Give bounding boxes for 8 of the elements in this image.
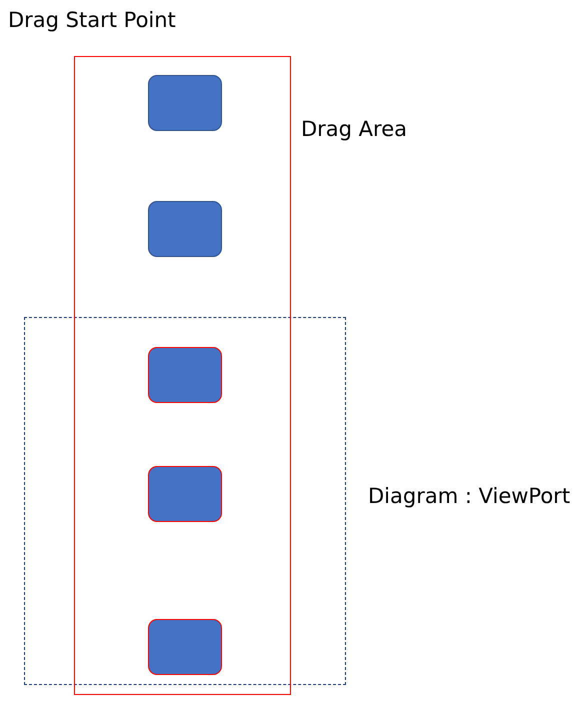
rounded-block <box>148 75 222 131</box>
heading-text: Drag Start Point <box>8 8 176 32</box>
rounded-block <box>148 347 222 403</box>
rounded-block <box>148 201 222 257</box>
rounded-block <box>148 466 222 522</box>
rounded-block <box>148 619 222 675</box>
frame-label: Drag Area <box>301 117 408 141</box>
frame-label: Diagram : ViewPort <box>368 484 570 508</box>
